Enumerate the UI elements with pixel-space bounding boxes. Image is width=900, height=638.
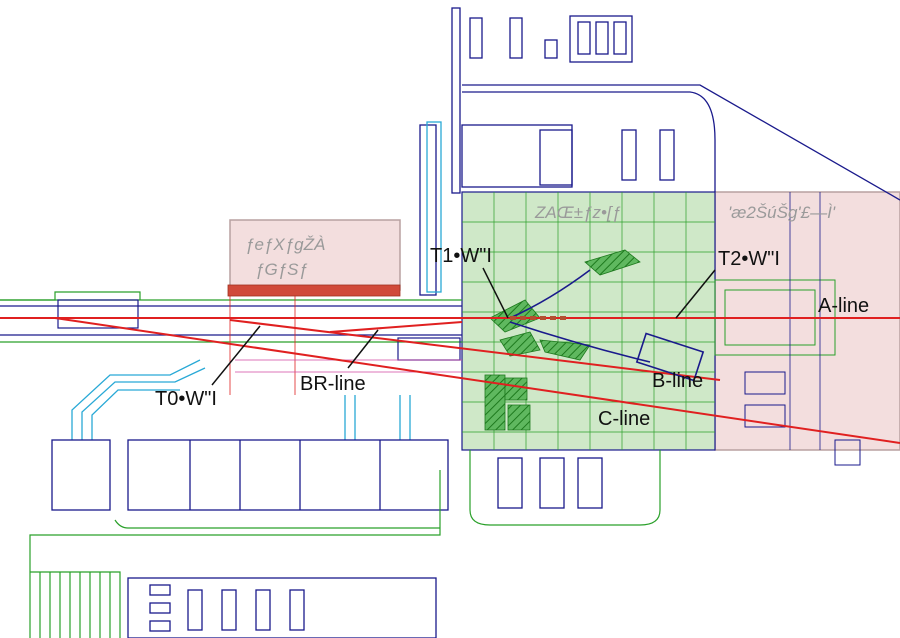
zone-left-label-line1: ƒeƒXƒgŽÀ — [245, 235, 325, 254]
a-line-label: A-line — [818, 295, 869, 317]
b-line-label: B-line — [652, 370, 703, 392]
zone-right-label: 'æ2ŠúŠg'£—Ì' — [728, 203, 836, 222]
road-outline — [0, 291, 661, 638]
beam-lines — [0, 317, 900, 444]
br-line-beam — [329, 321, 463, 333]
zone-center-label: ZAŒ±ƒz•[ƒ — [534, 203, 621, 222]
beamline-corridor — [0, 290, 462, 395]
t2-target-label: T2•W"I — [718, 248, 780, 270]
t0-target-label: T0•W"I — [155, 388, 217, 410]
br-line-label: BR-line — [300, 373, 366, 395]
pipe-lines — [71, 121, 442, 440]
zone-left-area — [229, 219, 401, 291]
zone-right-area — [714, 191, 900, 451]
c-line-beam — [54, 317, 900, 444]
hall-beam-branches — [509, 269, 705, 382]
brick-wall — [227, 284, 401, 297]
t1-target-label: T1•W"I — [430, 245, 492, 267]
label-pointers — [211, 267, 716, 386]
c-line-label: C-line — [598, 408, 650, 430]
b-line-beam — [229, 319, 721, 381]
zone-left-label-line2: ƒGƒSƒ — [255, 260, 308, 279]
lower-buildings — [51, 439, 603, 638]
top-buildings — [419, 7, 900, 296]
